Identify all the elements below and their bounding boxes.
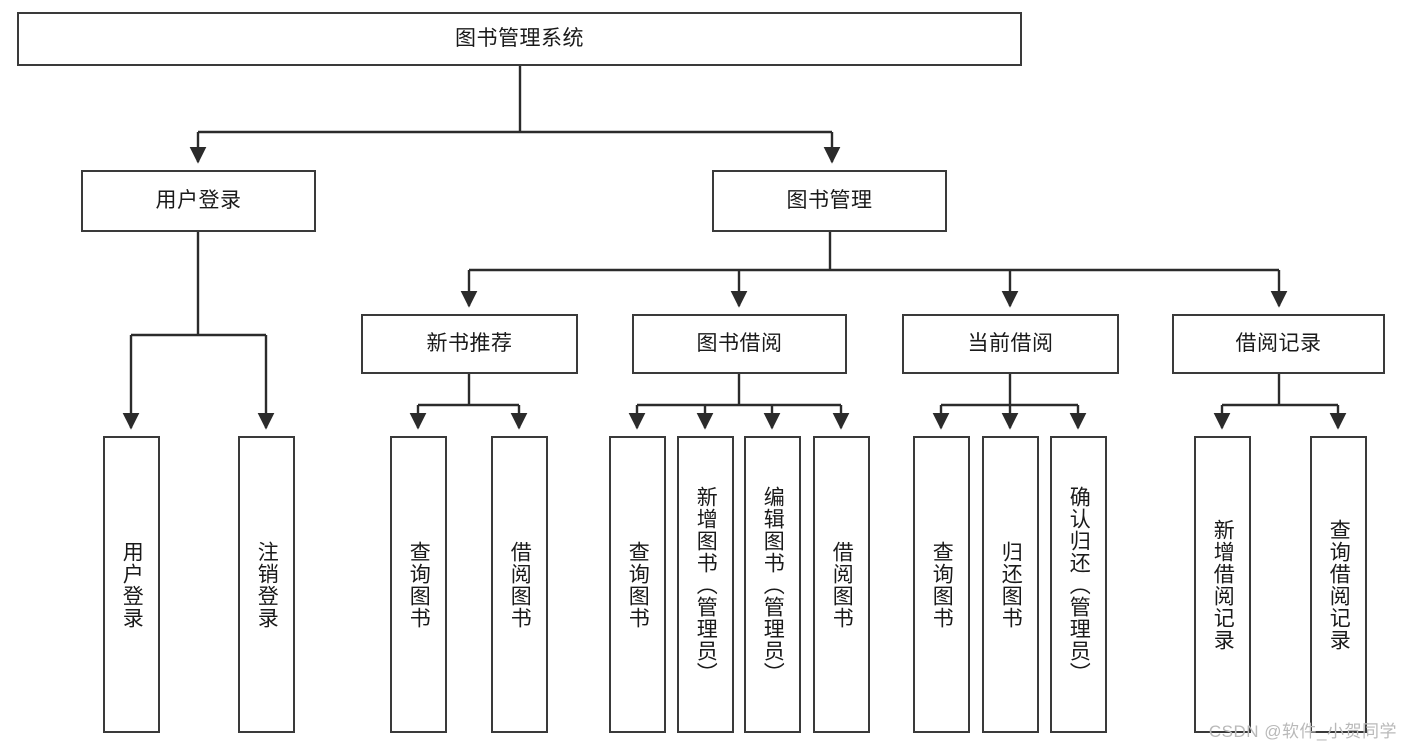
leaf-borrow-books-new[interactable]: 借阅图书 (491, 436, 548, 733)
node-new-book-recommendation[interactable]: 新书推荐 (361, 314, 578, 374)
node-label: 注销登录 (255, 540, 279, 629)
node-root-book-management-system[interactable]: 图书管理系统 (17, 12, 1022, 66)
leaf-add-book-admin[interactable]: 新增图书（管理员） (677, 436, 734, 733)
node-label: 用户登录 (120, 540, 144, 629)
node-book-management[interactable]: 图书管理 (712, 170, 947, 232)
node-label: 图书管理 (786, 189, 873, 213)
node-label: 用户登录 (155, 189, 242, 213)
node-label: 新增借阅记录 (1211, 518, 1235, 651)
leaf-user-login[interactable]: 用户登录 (103, 436, 160, 733)
leaf-confirm-return-admin[interactable]: 确认归还（管理员） (1050, 436, 1107, 733)
node-label: 图书管理系统 (455, 27, 584, 51)
node-label: 当前借阅 (967, 332, 1054, 356)
node-label: 借阅记录 (1235, 332, 1322, 356)
node-label: 查询图书 (407, 540, 431, 629)
leaf-return-books[interactable]: 归还图书 (982, 436, 1039, 733)
node-label: 借阅图书 (830, 540, 854, 629)
node-label: 确认归还（管理员） (1067, 485, 1091, 684)
node-label: 新增图书（管理员） (694, 485, 718, 684)
node-label: 新书推荐 (426, 332, 513, 356)
node-label: 查询借阅记录 (1327, 518, 1351, 651)
node-label: 借阅图书 (508, 540, 532, 629)
leaf-add-borrow-record[interactable]: 新增借阅记录 (1194, 436, 1251, 733)
leaf-borrow-books[interactable]: 借阅图书 (813, 436, 870, 733)
leaf-logout[interactable]: 注销登录 (238, 436, 295, 733)
node-user-login[interactable]: 用户登录 (81, 170, 316, 232)
node-book-borrowing[interactable]: 图书借阅 (632, 314, 847, 374)
node-label: 图书借阅 (696, 332, 783, 356)
node-label: 查询图书 (930, 540, 954, 629)
node-label: 编辑图书（管理员） (761, 485, 785, 684)
node-current-borrowing[interactable]: 当前借阅 (902, 314, 1119, 374)
leaf-query-books-current[interactable]: 查询图书 (913, 436, 970, 733)
leaf-edit-book-admin[interactable]: 编辑图书（管理员） (744, 436, 801, 733)
leaf-query-borrow-record[interactable]: 查询借阅记录 (1310, 436, 1367, 733)
node-borrowing-records[interactable]: 借阅记录 (1172, 314, 1385, 374)
node-label: 归还图书 (999, 540, 1023, 629)
leaf-query-books-borrow[interactable]: 查询图书 (609, 436, 666, 733)
node-label: 查询图书 (626, 540, 650, 629)
csdn-watermark: CSDN @软件_小贺同学 (1208, 722, 1397, 741)
leaf-query-books-new[interactable]: 查询图书 (390, 436, 447, 733)
